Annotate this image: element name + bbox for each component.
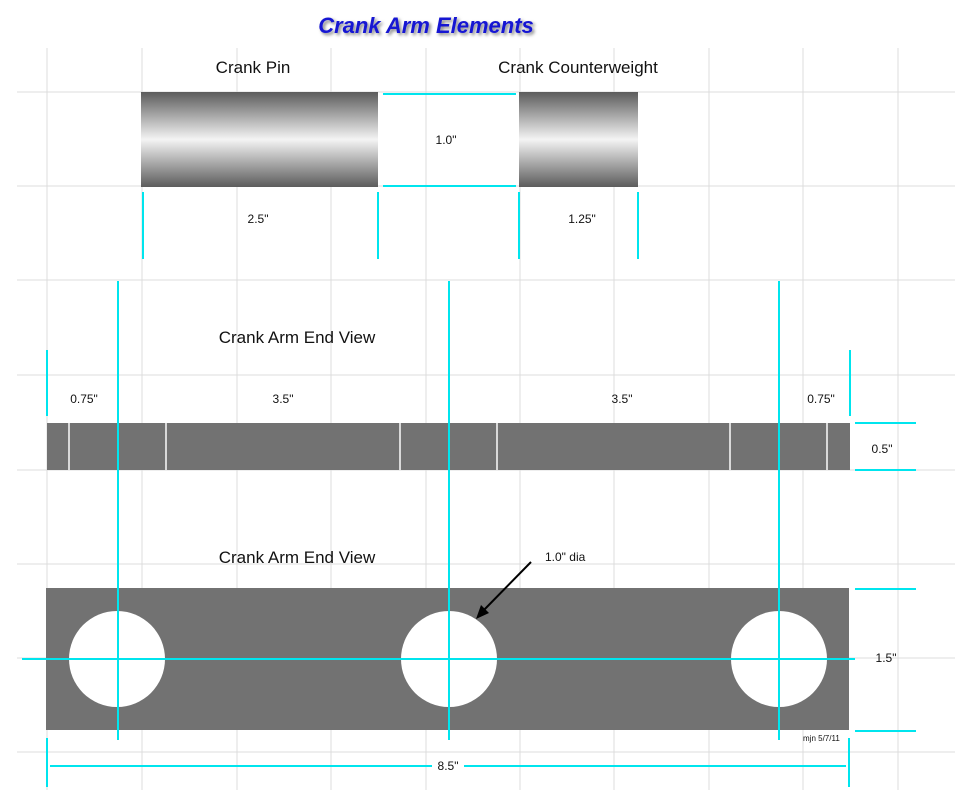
crank-pin-cylinder	[141, 92, 378, 187]
end-margin-left-dimension: 0.75"	[70, 392, 98, 406]
pin-dimension-lines	[142, 93, 639, 259]
pin-diameter-dimension: 1.0"	[436, 133, 457, 147]
crank-counterweight-cylinder	[519, 92, 638, 187]
page-title: Crank Arm Elements	[318, 13, 534, 38]
dimension-lines	[22, 281, 916, 787]
arm-length-dimension: 8.5"	[438, 759, 459, 773]
hole-callout-arrowhead	[476, 605, 489, 619]
arm-width-dimension: 1.5"	[876, 651, 897, 665]
span-right-dimension: 3.5"	[612, 392, 633, 406]
hole-diameter-dimension: 1.0" dia	[545, 550, 586, 564]
hole-callout-arrow	[480, 561, 532, 614]
end-margin-right-dimension: 0.75"	[807, 392, 835, 406]
author-signature: mjn 5/7/11	[803, 734, 840, 743]
pin-length-dimension: 2.5"	[248, 212, 269, 226]
counterweight-length-dimension: 1.25"	[568, 212, 596, 226]
span-left-dimension: 3.5"	[273, 392, 294, 406]
crank-counterweight-label: Crank Counterweight	[498, 58, 658, 77]
end-view-top-label: Crank Arm End View	[219, 328, 376, 347]
strip-segment-lines	[68, 423, 828, 470]
end-view-bottom-label: Crank Arm End View	[219, 548, 376, 567]
crank-pin-label: Crank Pin	[216, 58, 291, 77]
arm-thickness-dimension: 0.5"	[872, 442, 893, 456]
